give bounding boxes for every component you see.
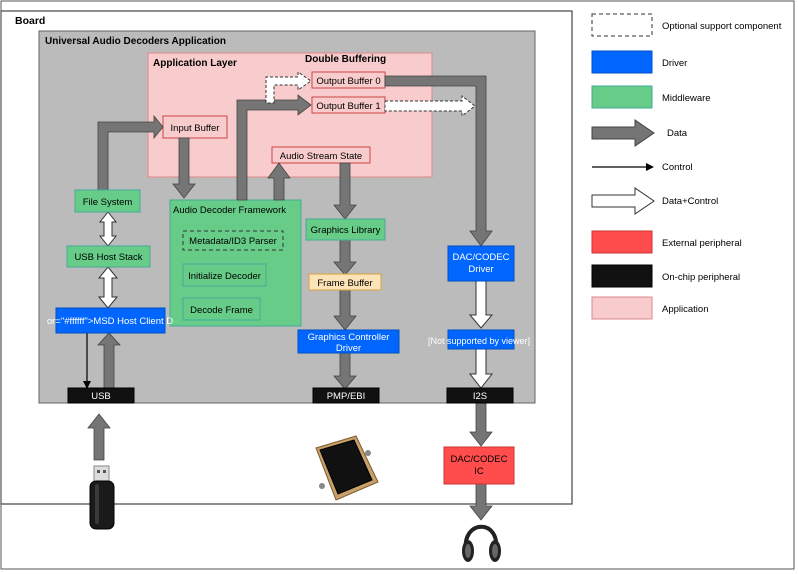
arrow-i2s-to-dacic [469,402,493,447]
legend-application-label: Application [662,304,708,315]
optional-arrows [265,71,476,118]
file-system [74,189,141,213]
legend-middleware-label: Middleware [662,93,711,104]
msd-host-client-label: or="#ffffff">MSD Host Client D [47,316,173,327]
audio-stream-state [271,146,371,164]
graphics-library-label: Graphics Library [311,225,381,236]
optional-arrow-to-outbuf0 [265,71,312,104]
data-control-arrows [97,211,494,389]
i2s-port [446,387,514,404]
arrow-drive-to-usb [87,413,111,461]
legend-data-control-label: Data+Control [662,196,718,207]
legend-driver-swatch [591,50,653,74]
arrow-fs-to-input-buffer [97,114,164,191]
file-system-label: File System [83,197,133,208]
decode-frame [182,297,261,321]
dac-codec-ic [443,446,515,485]
lcd-display-image [315,435,379,501]
graphics-driver-label-1: Graphics Controller [308,332,390,343]
graphics-controller-driver [297,329,400,354]
graphics-driver-label-2: Driver [336,343,361,354]
legend-external-label: External peripheral [662,238,742,249]
legend-middleware-swatch [591,85,653,109]
dac-driver-label-2: Driver [468,264,493,275]
legend-driver-label: Driver [662,58,687,69]
control-arrow-msd-to-usb [83,333,91,389]
metadata-parser-label: Metadata/ID3 Parser [189,236,277,247]
unsupported-driver-box [447,329,515,350]
pmp-ebi-port [312,387,380,404]
legend-external-swatch [591,230,653,254]
arrow-input-to-framework [172,137,196,199]
legend-application-swatch [591,296,653,320]
usb-port-label: USB [91,391,111,402]
output-buffer-1-label: Output Buffer 1 [316,101,380,112]
msd-host-client [55,307,166,334]
audio-stream-state-label: Audio Stream State [280,151,362,162]
optional-arrow-from-outbuf1 [384,94,476,118]
usb-host-stack-label: USB Host Stack [74,252,142,263]
initialize-decoder [182,263,267,287]
arrow-framebuf-to-gfxdrv [333,289,357,331]
board-frame-shadow [1,504,791,568]
legend-control-label: Control [662,162,693,173]
decode-frame-label: Decode Frame [190,305,253,316]
arrow-gfxlib-to-framebuf [333,239,357,276]
pmp-ebi-port-label: PMP/EBI [327,391,366,402]
legend-onchip-swatch [591,264,653,288]
dac-driver-label-1: DAC/CODEC [452,252,509,263]
legend-data-arrow [591,119,655,147]
dac-ic-label-2: IC [474,466,484,477]
arrow-outbuf0-to-dacdrv [384,75,493,247]
usb-flash-drive-image [89,465,115,530]
legend-optional-swatch [591,13,653,37]
i2s-port-label: I2S [473,391,487,402]
legend-onchip-label: On-chip peripheral [662,272,740,283]
board-label: Board [15,15,45,27]
frame-buffer-label: Frame Buffer [317,278,372,289]
frame-buffer [308,273,382,291]
arrow-dacic-to-headphones [469,483,493,521]
initialize-decoder-label: Initialize Decoder [188,271,261,282]
audio-decoder-framework-label: Audio Decoder Framework [173,205,286,216]
legend-optional-label: Optional support component [662,21,782,32]
legend-data-label: Data [667,128,688,139]
input-buffer-label: Input Buffer [171,123,220,134]
double-buffering-label: Double Buffering [305,54,386,65]
arrow-gfxdrv-to-pmp [333,352,357,390]
dac-codec-driver [447,245,515,282]
legend-data-control-arrow [591,187,655,215]
arrow-notsup-to-i2s [468,348,494,389]
output-buffer-0-label: Output Buffer 0 [316,76,380,87]
not-supported-label: [Not supported by viewer] [428,336,530,346]
usb-host-stack [66,245,151,268]
app-region-label: Universal Audio Decoders Application [45,36,226,47]
legend-control-arrowhead [646,163,654,171]
data-arrows [87,75,493,521]
arrow-usb-to-msd [97,332,121,389]
arrow-state-to-gfxlib [333,162,357,220]
usb-port [67,387,135,404]
graphics-library [305,218,386,241]
dac-ic-label-1: DAC/CODEC [450,454,507,465]
arrow-framework-to-state [267,162,291,201]
legend: Optional support component Driver Middle… [591,13,782,320]
metadata-parser [182,230,284,251]
application-layer-label: Application Layer [153,58,237,69]
arrow-dacdrv-down [468,280,494,329]
headphones-image [462,524,501,562]
